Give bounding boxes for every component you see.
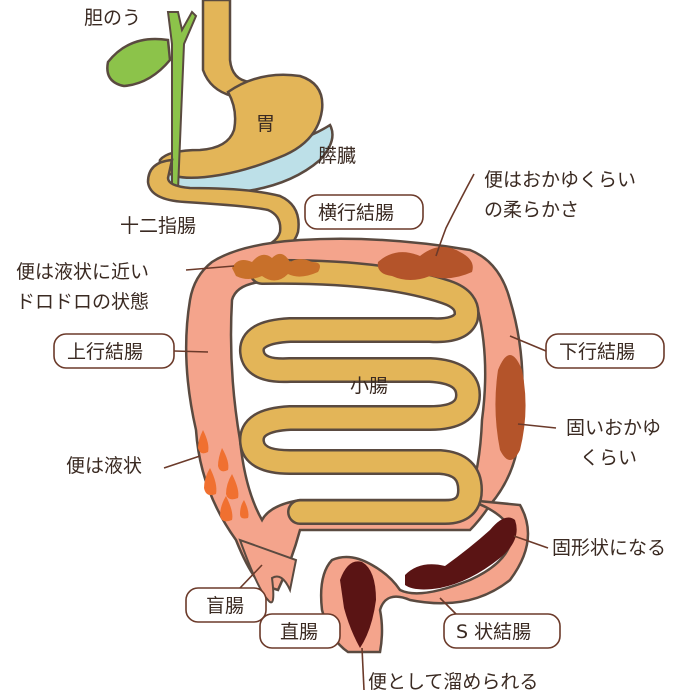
esophagus <box>203 0 250 96</box>
svg-text:ドロドロの状態: ドロドロの状態 <box>16 291 149 313</box>
stored-stool-note: 便として溜められる <box>362 648 538 693</box>
gallbladder <box>107 39 170 86</box>
svg-text:固いおかゆ: 固いおかゆ <box>566 417 661 439</box>
solid-stool-note: 固形状になる <box>514 536 666 559</box>
gallbladder-label: 胆のう <box>84 7 141 29</box>
svg-text:直腸: 直腸 <box>280 621 318 643</box>
svg-text:くらい: くらい <box>580 447 637 469</box>
rectum-tag: 直腸 <box>260 614 340 648</box>
svg-text:便は液状: 便は液状 <box>66 455 142 477</box>
descending-colon-tag: 下行結腸 <box>510 334 664 368</box>
soft-stool-note: 便はおかゆくらい の柔らかさ <box>436 169 636 256</box>
duodenum-label: 十二指腸 <box>120 215 196 237</box>
small-intestine-label: 小腸 <box>350 375 388 397</box>
svg-text:便は液状に近い: 便は液状に近い <box>16 261 149 283</box>
hard-stool-note: 固いおかゆ くらい <box>518 417 661 469</box>
sigmoid-colon-tag: S 状結腸 <box>440 598 560 648</box>
svg-text:S 状結腸: S 状結腸 <box>456 621 531 643</box>
svg-text:便として溜められる: 便として溜められる <box>368 671 538 693</box>
stool-hard <box>495 355 525 460</box>
stomach-label: 胃 <box>256 113 275 135</box>
cecum-tag: 盲腸 <box>186 565 266 622</box>
svg-text:横行結腸: 横行結腸 <box>318 202 394 224</box>
svg-text:盲腸: 盲腸 <box>206 595 244 617</box>
svg-text:便はおかゆくらい: 便はおかゆくらい <box>484 169 636 191</box>
svg-text:下行結腸: 下行結腸 <box>559 341 635 363</box>
liquid-stool-note: 便は液状 <box>66 455 200 477</box>
svg-text:の柔らかさ: の柔らかさ <box>484 199 579 221</box>
pancreas-label: 膵臓 <box>318 145 356 167</box>
svg-text:固形状になる: 固形状になる <box>552 537 666 559</box>
transverse-colon-tag: 横行結腸 <box>305 195 423 229</box>
svg-text:上行結腸: 上行結腸 <box>67 341 143 363</box>
ascending-colon-tag: 上行結腸 <box>54 334 208 368</box>
